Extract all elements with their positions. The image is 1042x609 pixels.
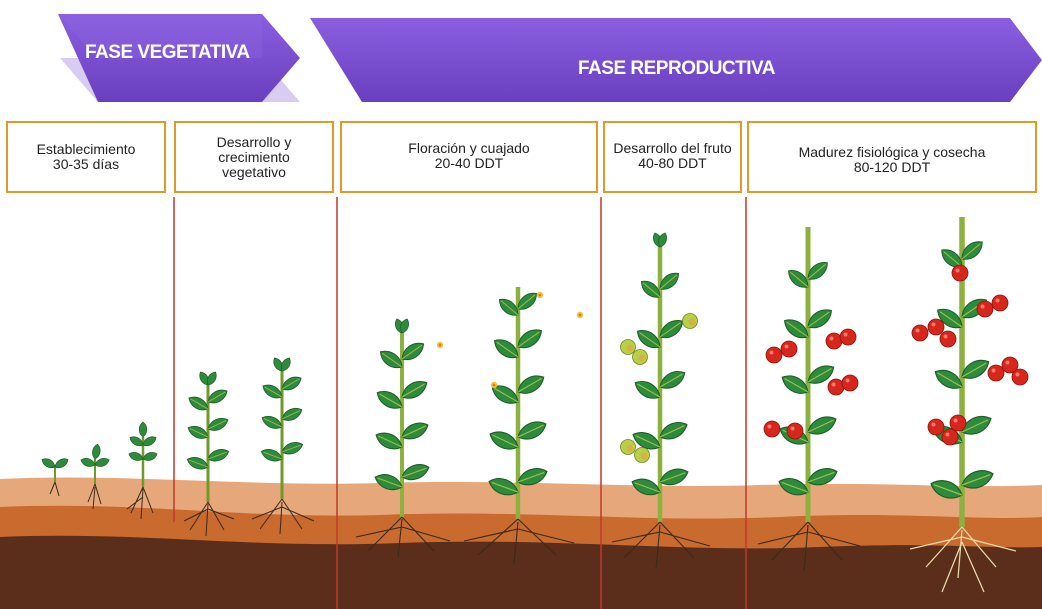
stage-title: Desarrollo y bbox=[216, 133, 292, 150]
plant-growth-illustration bbox=[0, 197, 1042, 609]
stage-title-2: crecimiento bbox=[218, 148, 290, 165]
stage-title: Madurez fisiológica y cosecha bbox=[798, 144, 986, 160]
phase-banner-graphic bbox=[58, 14, 1042, 102]
vegetative-banner bbox=[58, 14, 300, 102]
soil-deep-layer bbox=[0, 535, 1042, 609]
phase-vegetative-label: FASE VEGETATIVA bbox=[85, 42, 250, 63]
stage-madurez-cosecha: Madurez fisiológica y cosecha 80-120 DDT bbox=[747, 121, 1037, 193]
young-plant bbox=[251, 355, 315, 535]
fruiting-plant bbox=[611, 231, 711, 570]
mature-plant bbox=[757, 227, 861, 572]
mature-plant bbox=[909, 217, 1029, 593]
reproductive-banner bbox=[310, 18, 1042, 102]
young-plant bbox=[183, 369, 235, 537]
seedling-plant bbox=[39, 455, 71, 497]
phase-reproductive-label: FASE REPRODUCTIVA bbox=[578, 58, 776, 79]
seedling-plant bbox=[79, 443, 111, 510]
flowering-plant bbox=[463, 287, 584, 565]
seedling-plant bbox=[126, 421, 159, 520]
stage-title: Floración y cuajado bbox=[408, 140, 530, 156]
stage-desarrollo-fruto: Desarrollo del fruto 40-80 DDT bbox=[603, 121, 742, 193]
flowering-plant bbox=[355, 317, 451, 558]
stage-floracion-cuajado: Floración y cuajado 20-40 DDT bbox=[340, 121, 598, 193]
stage-duration: 40-80 DDT bbox=[638, 155, 707, 171]
stage-duration: 30-35 días bbox=[52, 156, 120, 172]
stage-title-3: vegetativo bbox=[222, 163, 286, 180]
stage-desarrollo-vegetativo: Desarrollo y crecimiento vegetativo bbox=[174, 121, 334, 193]
stage-establecimiento: Establecimiento 30-35 días bbox=[6, 121, 166, 193]
stage-duration: 20-40 DDT bbox=[434, 155, 504, 171]
stage-duration: 80-120 DDT bbox=[853, 159, 931, 175]
stage-title: Establecimiento bbox=[36, 141, 136, 157]
stage-title: Desarrollo del fruto bbox=[613, 140, 732, 156]
